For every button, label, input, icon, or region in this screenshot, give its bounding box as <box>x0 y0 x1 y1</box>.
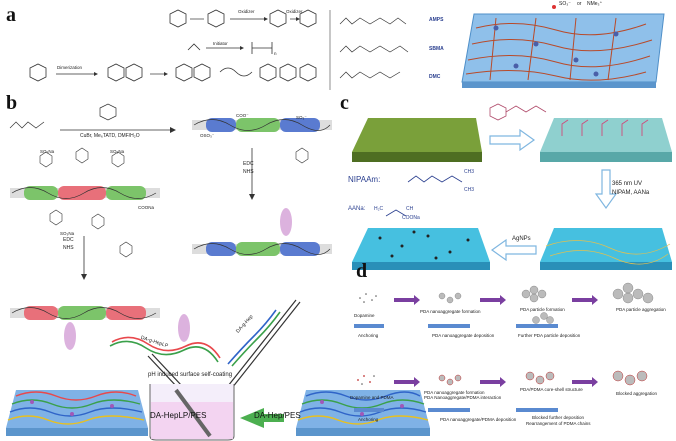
label-so3na-3: SO₃Na <box>60 231 75 236</box>
panel-c-letter: c <box>340 92 349 114</box>
uv-step-line2: NIPAM, AANa <box>612 190 650 196</box>
membrane-left <box>6 390 148 436</box>
aana-coona: COONa <box>402 215 420 221</box>
uv-step-line1: 365 nm UV <box>612 181 643 187</box>
nhs-right: NHS <box>243 169 254 175</box>
label-so3na-2: SO₃Na <box>110 149 125 154</box>
nipaam-ch3a: CH3 <box>464 169 475 175</box>
edc-right: EDC <box>243 161 254 167</box>
label-oso3: OSO₃⁻ <box>200 133 215 138</box>
d-row2-sub2: PDA nanoaggregate/PDMA deposition <box>440 417 517 422</box>
label-so3na-1: SO₃Na <box>40 149 55 154</box>
panel-c-diagram <box>352 103 672 270</box>
monomer-sbma: SBMA <box>429 46 444 52</box>
reaction1-diagram <box>169 9 317 28</box>
panel-a-letter: a <box>6 4 16 26</box>
d-row2-sub3: Blocked further deposition <box>532 415 585 420</box>
aana-h2c: H₂C <box>374 206 384 212</box>
panel-d-letter: d <box>356 260 368 282</box>
nipaam-ch3b: CH3 <box>464 187 475 193</box>
d-row2-sub1: Anchoring <box>358 417 379 422</box>
d-row1-step3: PDA particle aggregation <box>616 307 666 312</box>
panel-d-diagram <box>354 282 654 412</box>
coating-caption: pH induced surface self-coating <box>148 372 233 378</box>
d-row2-step3: Blocked aggregation <box>616 391 658 396</box>
edc-left: EDC <box>63 237 74 243</box>
aana-label: AANa: <box>348 206 366 212</box>
legend-sulfonate: SO₃⁻ <box>559 1 571 7</box>
d-row1-sub2: PDA nanoaggregate deposition <box>432 333 495 338</box>
d-row2-start: Dopamine and PDMA <box>350 395 394 400</box>
membrane-label-left: DA-HepLP/PES <box>150 411 207 420</box>
agnps-label: AgNPs <box>512 236 531 242</box>
panel-b-synthesis-diagram <box>9 103 332 441</box>
label-coo: COO⁻ <box>236 113 249 118</box>
initiator-label: Initiator <box>213 41 228 46</box>
d-row1-step1: PDA nanoaggregate formation <box>420 309 481 314</box>
d-row1-start: Dopamine <box>354 313 375 318</box>
reaction2-diagram <box>187 42 273 54</box>
label-so3-1: SO₃⁻ <box>296 115 307 120</box>
aana-ch: CH <box>406 206 414 212</box>
monomer-amps: AMPS <box>429 17 444 23</box>
d-row2-step1: PDA nanoaggregate formation <box>424 390 485 395</box>
oxidizer-label-2: Oxidizer <box>286 9 303 14</box>
reagents-top: CuBr, Me₆TATD, DMF/H₂O <box>80 133 140 139</box>
label-coona-1: COONa <box>138 205 155 210</box>
oxidizer-label-1: Oxidizer <box>238 9 255 14</box>
d-row1-step2: PDA particle formation <box>520 307 565 312</box>
nipaam-label: NIPAAm: <box>348 175 381 184</box>
membrane-label-right: DA-Hep/PES <box>254 411 301 420</box>
initiator-n: n <box>274 51 277 56</box>
dimerization-label: Dimerization <box>57 65 83 70</box>
panel-b-letter: b <box>6 92 18 114</box>
d-row1-sub1: Anchoring <box>358 333 379 338</box>
d-row2-step1-extra: PDA Nanoaggregate/PDMA interaction <box>424 395 502 400</box>
legend-ammonium: NMe₃⁺ <box>587 1 603 7</box>
hydrogel-network-slab <box>461 5 665 88</box>
reaction3-diagram <box>29 63 317 82</box>
legend-or: or <box>577 1 582 7</box>
nhs-left: NHS <box>63 245 74 251</box>
d-row2-sub3-extra: Rearrangement of PDMA chains <box>526 421 591 426</box>
d-row2-step2: PDA/PDMA core-shell structure <box>520 387 583 392</box>
d-row1-sub3: Further PDA particle deposition <box>518 333 581 338</box>
monomer-dmc: DMC <box>429 74 441 80</box>
monomer-structures <box>329 10 409 90</box>
